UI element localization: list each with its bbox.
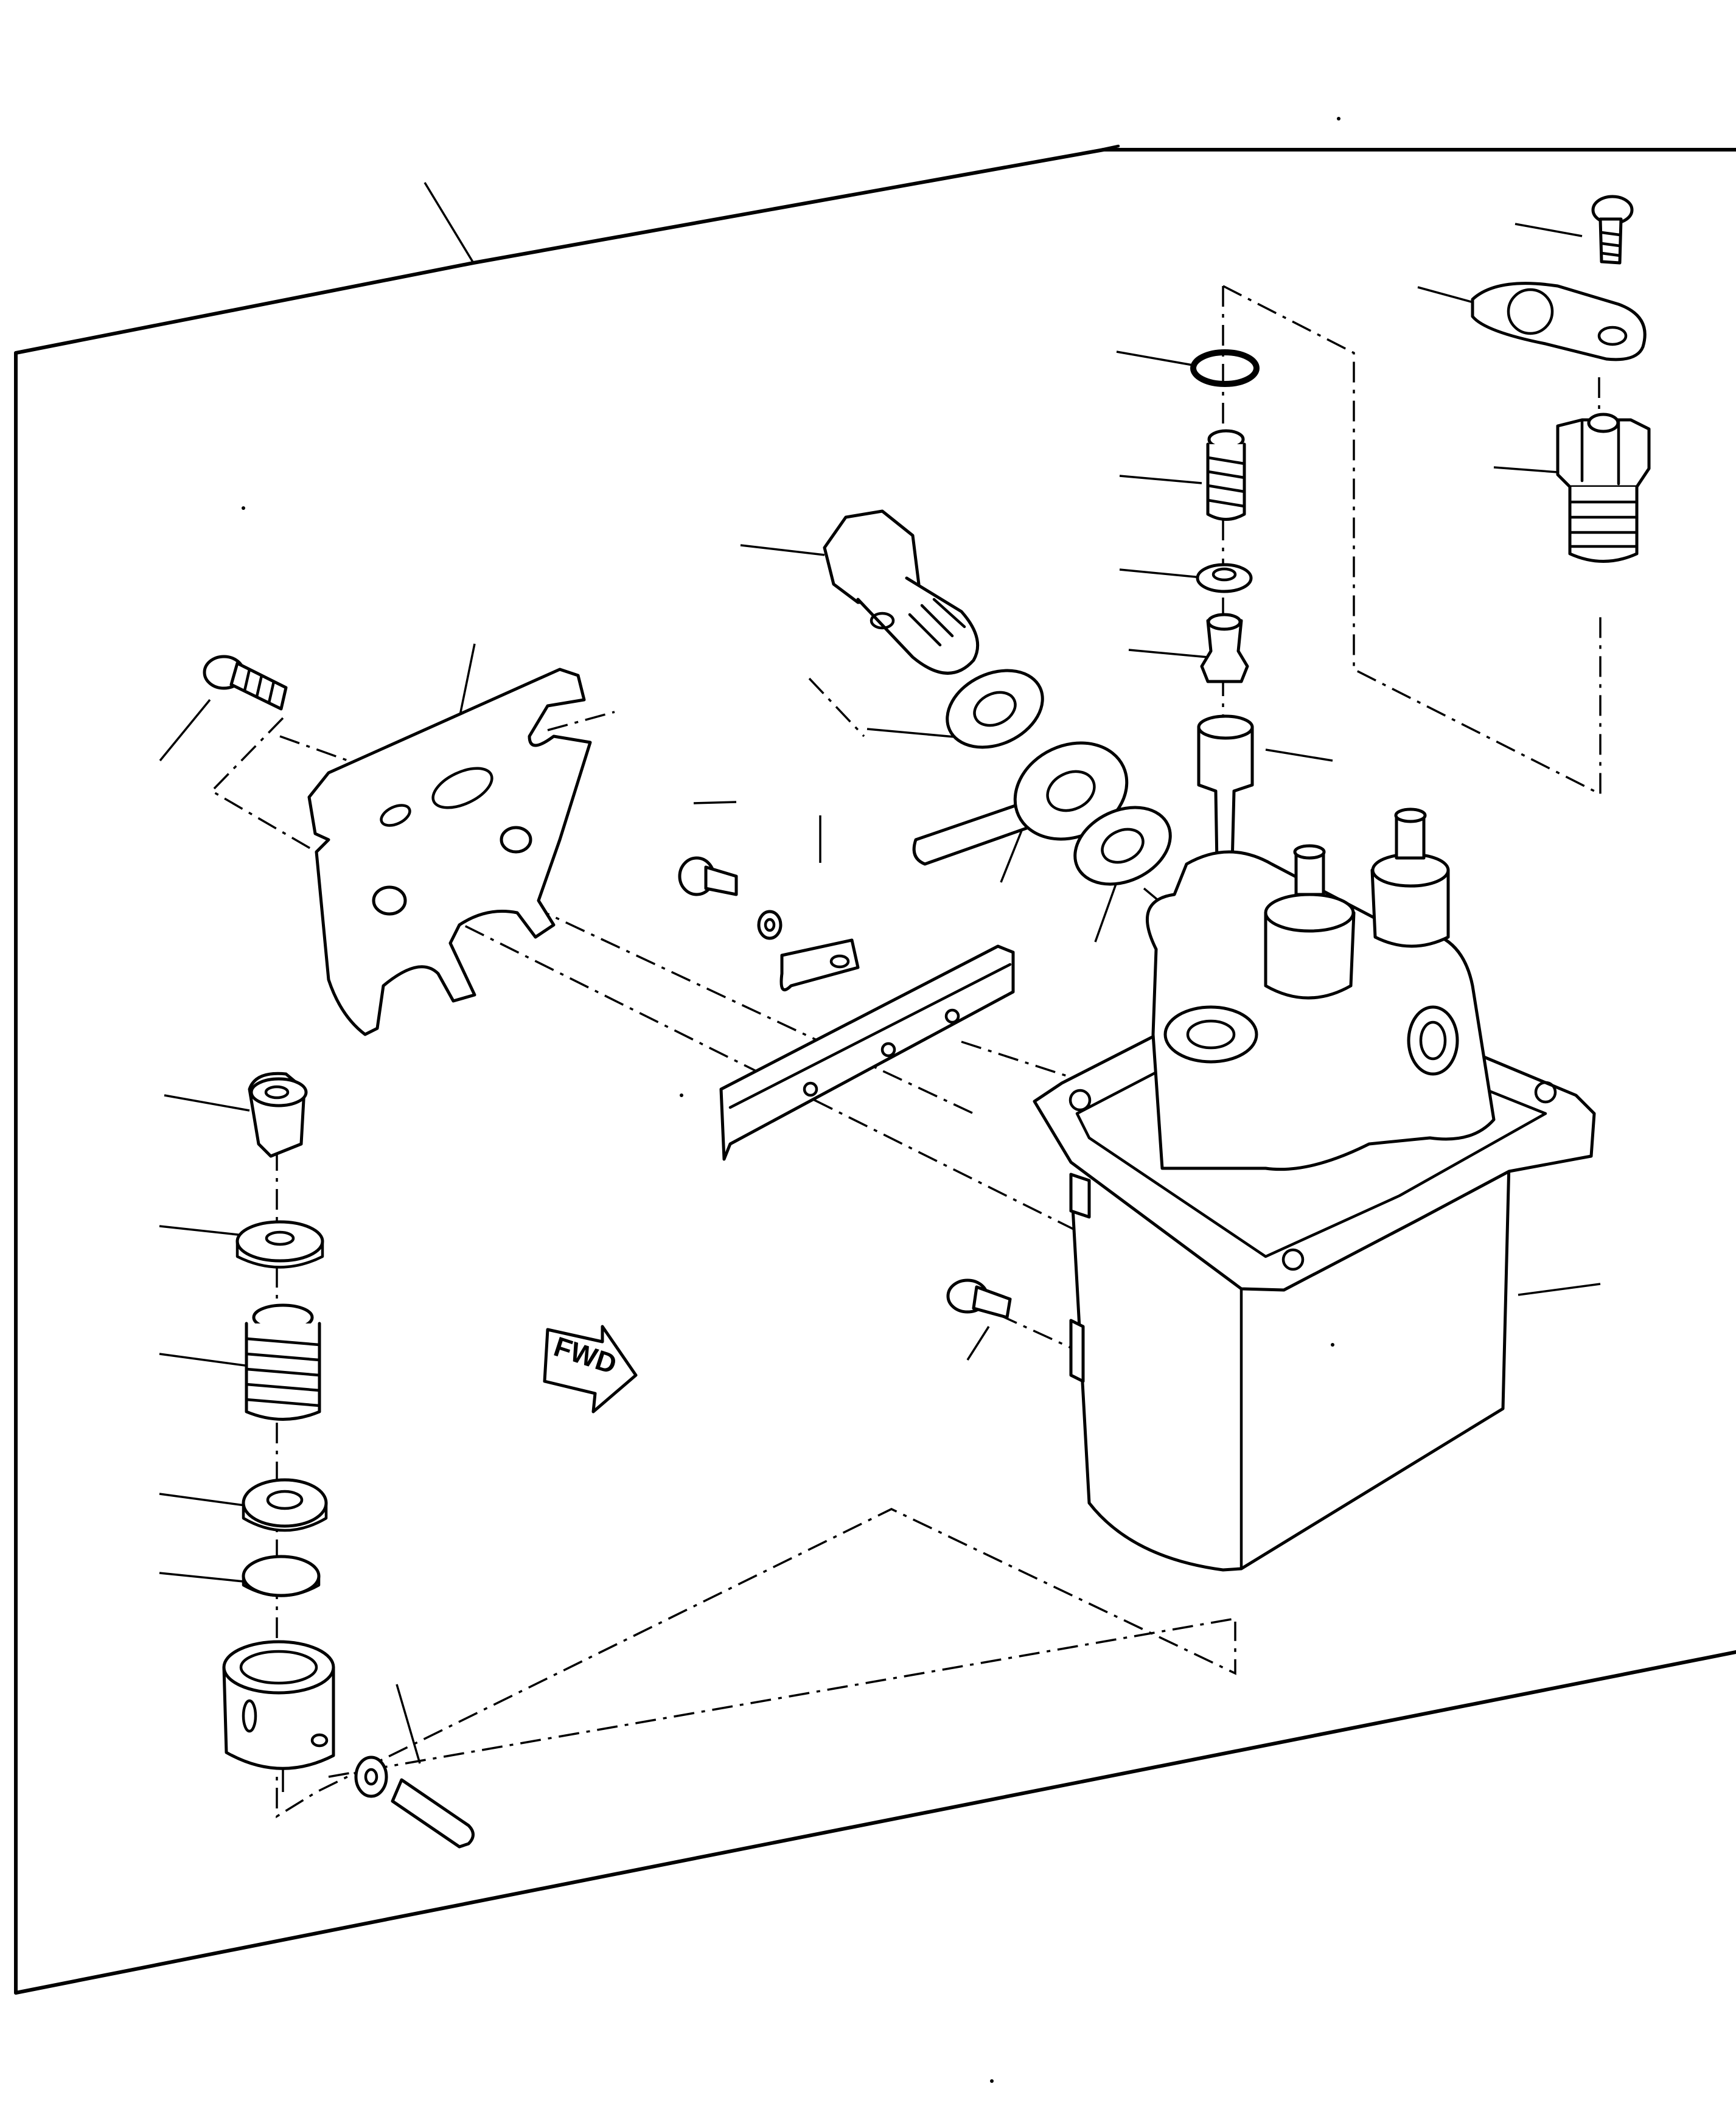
clip-screw xyxy=(678,856,738,896)
pin-washer xyxy=(354,1756,388,1798)
spring-retainer xyxy=(1196,563,1253,593)
banjo-fitting xyxy=(912,741,1129,866)
banjo-bolt xyxy=(823,509,980,675)
leader-lines xyxy=(159,182,1601,1792)
clip xyxy=(779,938,860,992)
o-ring xyxy=(1190,349,1260,387)
spring-seat xyxy=(242,1478,328,1532)
clip-washer xyxy=(757,910,783,940)
valve-spring xyxy=(1206,429,1246,521)
angle-bracket xyxy=(719,944,1015,1161)
bolt-top-right xyxy=(1591,195,1634,265)
mounting-bracket xyxy=(307,668,592,1036)
seal-washer-upper xyxy=(946,669,1044,749)
seal-washer-lower xyxy=(1073,806,1172,886)
pin xyxy=(391,1778,475,1849)
panel-frame xyxy=(14,144,1736,1995)
housing xyxy=(222,1640,335,1770)
disc xyxy=(242,1555,321,1597)
solenoid-valve-body xyxy=(1033,807,1596,1572)
compression-spring xyxy=(245,1303,321,1421)
lock-tab-washer xyxy=(1471,282,1647,361)
forward-arrow-icon: FWD xyxy=(543,1325,638,1414)
adapter-fitting xyxy=(1556,413,1651,563)
cap xyxy=(248,1072,308,1158)
valve-poppet xyxy=(1200,613,1249,683)
bracket-screw xyxy=(203,655,288,711)
mounting-screw xyxy=(946,1278,1012,1319)
washer xyxy=(235,1220,324,1269)
